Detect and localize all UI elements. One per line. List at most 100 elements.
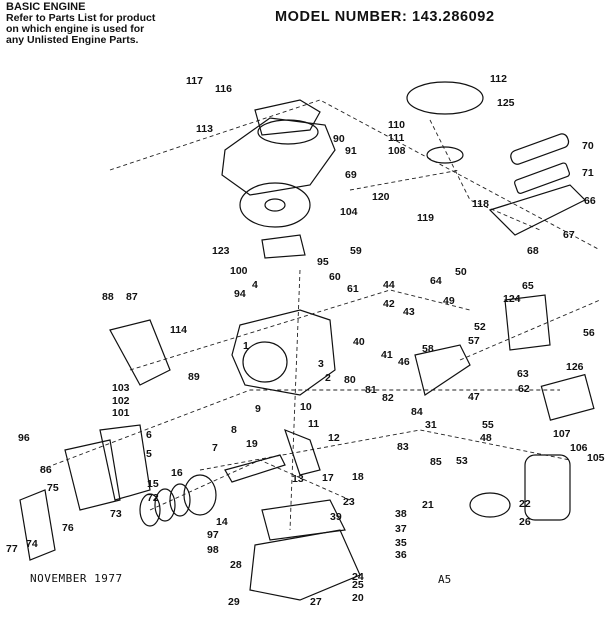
callout-123: 123 <box>212 245 230 257</box>
piston-ring-3-part <box>169 483 191 517</box>
callout-36: 36 <box>395 549 407 561</box>
callout-49: 49 <box>443 295 455 307</box>
callout-56: 56 <box>583 327 595 339</box>
connecting-rod-part <box>224 454 286 483</box>
callout-16: 16 <box>171 467 183 479</box>
callout-8: 8 <box>231 424 237 436</box>
crankshaft-part <box>284 428 321 476</box>
callout-100: 100 <box>230 265 248 277</box>
callout-37: 37 <box>395 523 407 535</box>
callout-29: 29 <box>228 596 240 608</box>
callout-6: 6 <box>146 429 152 441</box>
callout-120: 120 <box>372 191 390 203</box>
cylinder-bore-part <box>242 341 288 383</box>
callout-19: 19 <box>246 438 258 450</box>
gasket-set-part <box>540 373 595 421</box>
callout-9: 9 <box>255 403 261 415</box>
shield-plate-part <box>19 489 56 561</box>
callout-18: 18 <box>352 471 364 483</box>
callout-119: 119 <box>417 212 434 224</box>
header-note: BASIC ENGINE Refer to Parts List for pro… <box>6 2 155 46</box>
callout-47: 47 <box>468 391 480 403</box>
air-cleaner-filter-part <box>514 162 570 194</box>
callout-13: 13 <box>292 473 304 485</box>
callout-106: 106 <box>570 442 588 454</box>
callout-97: 97 <box>207 529 219 541</box>
callout-57: 57 <box>468 335 480 347</box>
callout-46: 46 <box>398 356 410 368</box>
callout-28: 28 <box>230 559 242 571</box>
callout-112: 112 <box>490 73 507 85</box>
callout-126: 126 <box>566 361 584 373</box>
callout-24: 24 <box>352 571 364 583</box>
callout-labels: 117 116 113 90 91 69 112 125 110 111 108… <box>6 73 605 608</box>
ignition-module-part <box>261 234 306 259</box>
note-line-2: on which engine is used for <box>6 23 145 35</box>
engine-parts <box>19 81 595 601</box>
flywheel-part <box>239 182 311 228</box>
callout-89: 89 <box>188 371 200 383</box>
callout-35: 35 <box>395 537 407 549</box>
callout-94: 94 <box>234 288 246 300</box>
callout-48: 48 <box>480 432 492 444</box>
callout-113: 113 <box>196 123 213 135</box>
piston-ring-1-part <box>139 493 161 527</box>
callout-26: 26 <box>519 516 531 528</box>
callout-91: 91 <box>345 145 357 157</box>
callout-43: 43 <box>403 306 415 318</box>
callout-44: 44 <box>383 279 395 291</box>
section-title: BASIC ENGINE <box>6 1 86 13</box>
blower-housing-opening <box>257 119 319 145</box>
callout-39: 39 <box>330 511 342 523</box>
flywheel-hub-part <box>264 198 286 212</box>
callout-2: 2 <box>325 372 331 384</box>
callout-77: 77 <box>6 543 18 555</box>
note-line-1: Refer to Parts List for product <box>6 12 156 24</box>
callout-116: 116 <box>215 83 232 95</box>
revision-date: NOVEMBER 1977 <box>30 572 123 585</box>
note-line-3: any Unlisted Engine Parts. <box>6 34 139 46</box>
callout-62: 62 <box>518 383 530 395</box>
callout-50: 50 <box>455 266 467 278</box>
rewind-starter-part <box>406 81 484 115</box>
model-number-heading: MODEL NUMBER: 143.286092 <box>275 9 495 25</box>
callout-72: 72 <box>147 492 159 504</box>
callout-23: 23 <box>343 496 355 508</box>
callout-83: 83 <box>397 441 409 453</box>
callout-118: 118 <box>472 198 489 210</box>
head-gasket-part <box>99 424 151 501</box>
callout-12: 12 <box>328 432 340 444</box>
callout-114: 114 <box>170 324 187 336</box>
callout-84: 84 <box>411 406 423 418</box>
callout-66: 66 <box>584 195 596 207</box>
callout-40: 40 <box>353 336 365 348</box>
model-number-value: 143.286092 <box>412 9 495 25</box>
piston-part <box>183 474 217 516</box>
callout-104: 104 <box>340 206 358 218</box>
callout-105: 105 <box>587 452 605 464</box>
callout-67: 67 <box>563 229 575 241</box>
callout-3: 3 <box>318 358 324 370</box>
callout-7: 7 <box>212 442 218 454</box>
callout-11: 11 <box>308 418 319 430</box>
callout-81: 81 <box>365 384 377 396</box>
callout-68: 68 <box>527 245 539 257</box>
callout-96: 96 <box>18 432 30 444</box>
page-code: A5 <box>438 573 452 586</box>
air-cleaner-cover-part <box>510 133 570 165</box>
callout-103: 103 <box>112 382 130 394</box>
callout-110: 110 <box>388 119 405 131</box>
callout-55: 55 <box>482 419 494 431</box>
callout-5: 5 <box>146 448 152 460</box>
callout-86: 86 <box>40 464 52 476</box>
intake-part <box>414 344 471 396</box>
callout-102: 102 <box>112 395 130 407</box>
callout-70: 70 <box>582 140 594 152</box>
callout-65: 65 <box>522 280 534 292</box>
callout-90: 90 <box>333 133 345 145</box>
callout-42: 42 <box>383 298 395 310</box>
model-label: MODEL NUMBER: <box>275 9 408 25</box>
callout-21: 21 <box>422 499 434 511</box>
callout-95: 95 <box>317 256 329 268</box>
